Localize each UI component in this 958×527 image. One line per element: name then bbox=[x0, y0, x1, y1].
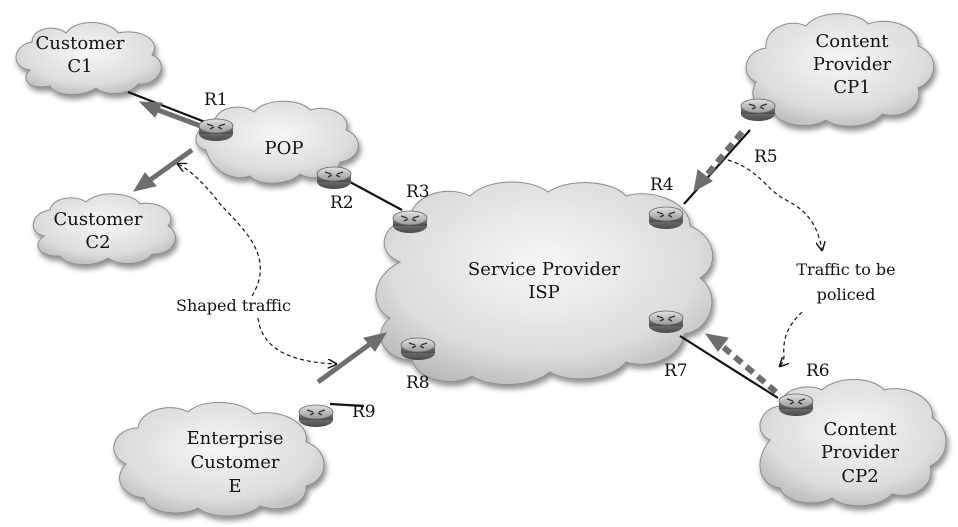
cloud-cp2-line1: Content bbox=[824, 419, 898, 440]
cloud-c2-line2: C2 bbox=[85, 232, 110, 253]
router-r3 bbox=[392, 210, 428, 234]
cloud-pop bbox=[195, 100, 359, 184]
router-r2 bbox=[316, 166, 352, 190]
router-r4-label: R4 bbox=[650, 175, 674, 195]
cloud-cp2-line3: CP2 bbox=[841, 466, 878, 487]
cloud-customer-c1 bbox=[15, 22, 162, 95]
router-r4 bbox=[648, 206, 684, 230]
cloud-cp2-line2: Provider bbox=[821, 442, 900, 463]
cloud-ent-line3: E bbox=[228, 476, 241, 497]
router-r2-label: R2 bbox=[330, 193, 354, 213]
cloud-c2-line1: Customer bbox=[54, 209, 143, 230]
cloud-isp-line1: Service Provider bbox=[468, 259, 621, 280]
router-r5-label: R5 bbox=[754, 147, 778, 167]
policed-arrows bbox=[693, 130, 778, 395]
cloud-customer-c2 bbox=[32, 193, 176, 265]
annotation-curves bbox=[178, 159, 822, 366]
cloud-ent-line2: Customer bbox=[191, 452, 280, 473]
cloud-isp bbox=[375, 181, 714, 385]
router-r6-label: R6 bbox=[806, 361, 830, 381]
shaped-arrows bbox=[132, 101, 388, 385]
cloud-c1-line1: Customer bbox=[36, 33, 125, 54]
router-r9-label: R9 bbox=[352, 402, 376, 422]
cloud-cp1-line3: CP1 bbox=[833, 77, 870, 98]
annotation-policed-line1: Traffic to be bbox=[796, 260, 895, 279]
router-r8-label: R8 bbox=[406, 373, 430, 393]
cloud-isp-line2: ISP bbox=[528, 282, 560, 303]
cloud-ent-line1: Enterprise bbox=[187, 428, 284, 449]
router-r7 bbox=[648, 310, 684, 334]
router-r1-label: R1 bbox=[204, 90, 228, 110]
router-r3-label: R3 bbox=[406, 182, 430, 202]
links bbox=[127, 90, 779, 408]
router-r8 bbox=[400, 337, 436, 361]
cloud-c1-line2: C1 bbox=[67, 56, 92, 77]
router-r5 bbox=[740, 98, 776, 122]
cloud-enterprise-customer bbox=[113, 401, 325, 517]
annotation-policed-line2: policed bbox=[817, 285, 876, 304]
cloud-cp1-line2: Provider bbox=[813, 54, 892, 75]
cloud-content-provider-cp1 bbox=[745, 13, 935, 127]
router-r1 bbox=[198, 118, 234, 142]
cloud-pop-label: POP bbox=[265, 138, 304, 159]
router-r9 bbox=[298, 404, 334, 428]
router-r6 bbox=[778, 393, 814, 417]
cloud-cp1-line1: Content bbox=[816, 31, 890, 52]
annotation-shaped-traffic: Shaped traffic bbox=[176, 296, 291, 315]
router-r7-label: R7 bbox=[664, 361, 688, 381]
